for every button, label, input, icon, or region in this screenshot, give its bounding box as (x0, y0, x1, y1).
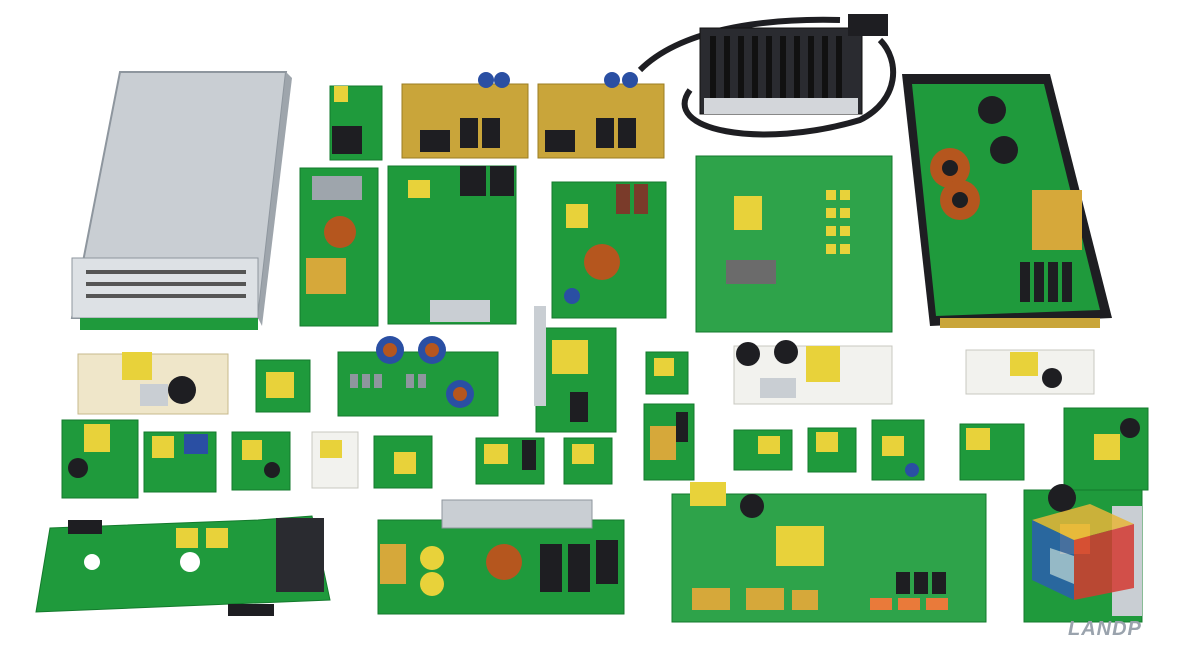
pcb-board (255, 359, 311, 413)
pcb-board (807, 427, 857, 473)
pcb-board (871, 419, 925, 481)
pcb-board (959, 423, 1025, 481)
pcb-board (551, 181, 667, 319)
pcb-board (231, 431, 291, 491)
brand-logo (1032, 504, 1134, 600)
pcb-board (733, 429, 793, 471)
pcb-board-cream (77, 352, 229, 415)
pcb-large-main-board (671, 482, 987, 623)
pcb-long-control-board (35, 515, 331, 616)
pcb-board (563, 437, 613, 485)
black-heatsink-module (637, 14, 896, 138)
pcb-board (299, 167, 379, 327)
pcb-board-yellow (537, 72, 665, 159)
pcb-board-heatsink (377, 499, 625, 615)
pcb-board (645, 351, 689, 395)
pcb-board (61, 419, 139, 499)
pcb-board (143, 431, 217, 493)
pcb-board (329, 85, 383, 161)
pcb-board-white (965, 349, 1095, 395)
pcb-board-inductors (337, 336, 499, 417)
pcb-board-white (311, 431, 359, 489)
framed-power-supply (902, 74, 1112, 328)
pcb-board (387, 165, 517, 325)
pcb-board (534, 306, 617, 433)
pcb-board (475, 437, 545, 485)
pcb-board (643, 403, 695, 481)
metal-power-supply-enclosure (70, 71, 292, 330)
pcb-board (373, 435, 433, 489)
pcb-board-yellow (401, 72, 529, 159)
pcb-board-white (733, 340, 893, 405)
brand-name: LANDP (1068, 618, 1142, 640)
pcb-control-board (695, 155, 893, 333)
pcb-board (1063, 407, 1149, 491)
